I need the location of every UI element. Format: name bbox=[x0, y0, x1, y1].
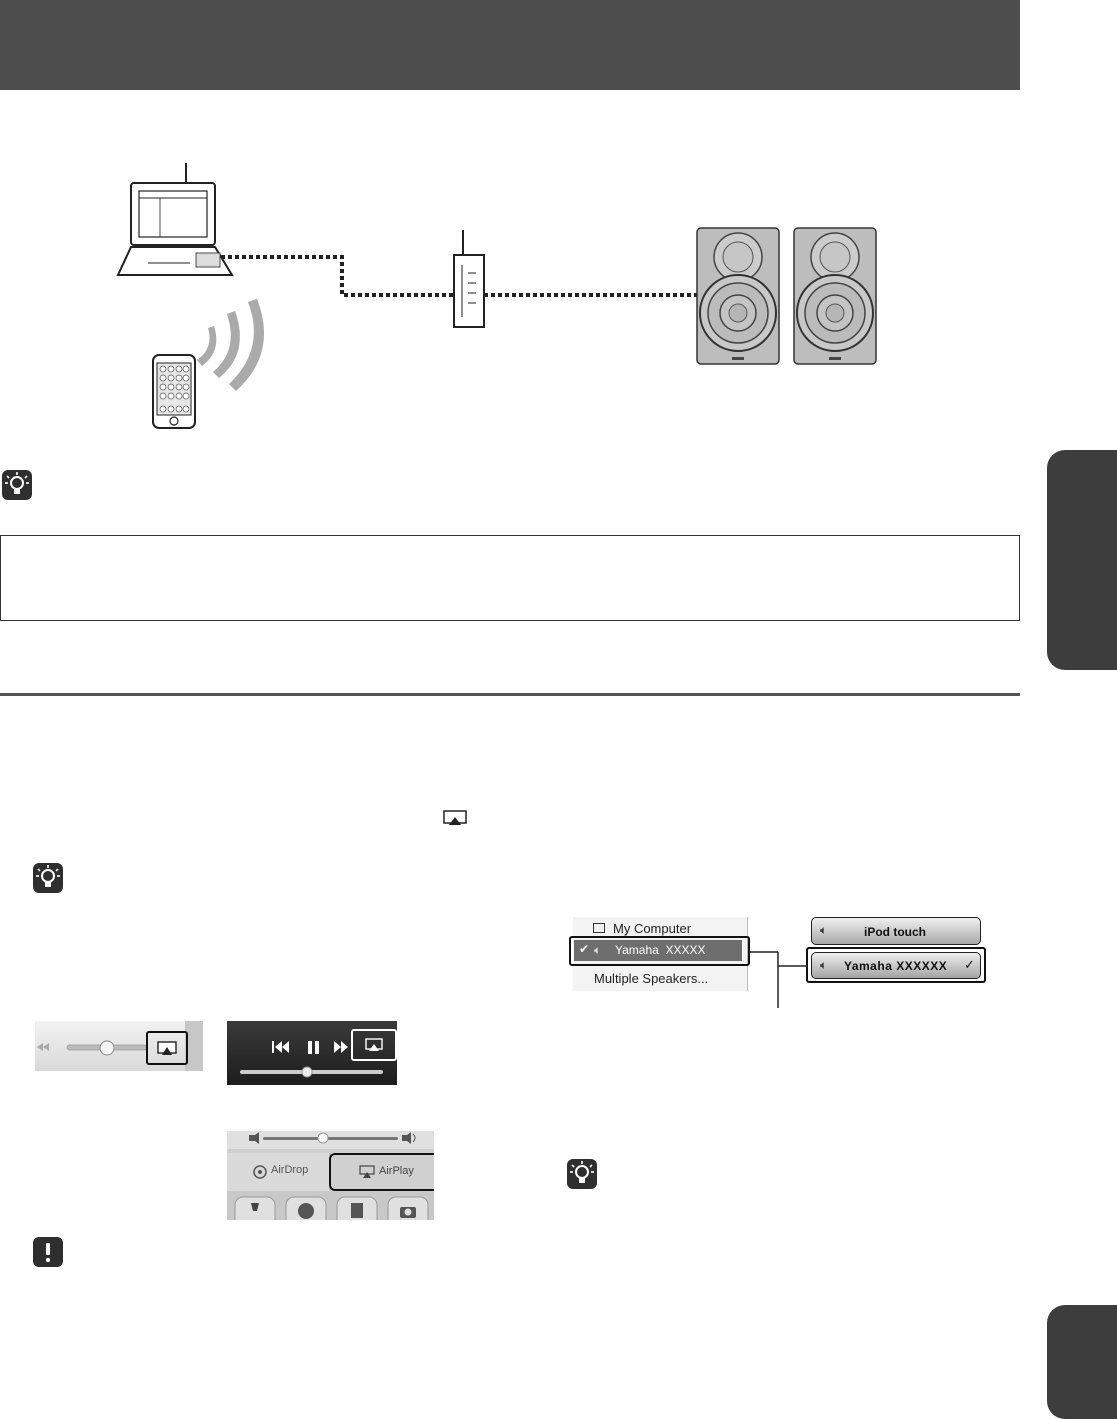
chapter-tab[interactable] bbox=[1047, 450, 1117, 670]
speaker-icon: 🔈︎ bbox=[594, 943, 602, 957]
smartphone-icon bbox=[152, 354, 196, 429]
computer-icon bbox=[593, 923, 605, 933]
laptop-icon bbox=[116, 163, 234, 276]
hint-lightbulb-icon bbox=[33, 863, 63, 893]
section-divider bbox=[0, 693, 1020, 696]
airplay-button[interactable] bbox=[146, 1031, 188, 1065]
menu-item-ipod-touch[interactable]: 🔈︎ iPod touch bbox=[811, 917, 981, 945]
selection-highlight bbox=[806, 947, 986, 983]
connection-diagram bbox=[116, 163, 877, 429]
speaker-icon: 🔈︎ bbox=[820, 923, 828, 937]
speaker-icon-left bbox=[696, 227, 780, 365]
appendix-tab[interactable] bbox=[1047, 1305, 1117, 1419]
airplay-button[interactable] bbox=[351, 1029, 397, 1061]
checkmark-icon: ✓ bbox=[964, 957, 975, 972]
airplay-icon bbox=[359, 1165, 375, 1178]
hint-lightbulb-icon bbox=[567, 1159, 597, 1189]
ios-music-controls-screenshot bbox=[227, 1021, 397, 1085]
airplay-label: AirPlay bbox=[379, 1165, 414, 1177]
itunes-volume-screenshot bbox=[35, 1021, 203, 1071]
airdrop-icon bbox=[253, 1165, 267, 1179]
menu-item-my-computer[interactable]: My Computer bbox=[573, 917, 747, 939]
menu-item-yamaha[interactable]: 🔈︎ Yamaha XXXXXX ✓ bbox=[811, 952, 981, 979]
speaker-icon: 🔈︎ bbox=[820, 958, 828, 972]
checkmark-icon: ✔ bbox=[579, 942, 590, 956]
router-icon bbox=[453, 230, 485, 328]
speaker-icon-right bbox=[793, 227, 877, 365]
airplay-icon bbox=[443, 810, 467, 831]
itunes-speaker-menu: My Computer ✔ 🔈︎ Yamaha XXXXX Multiple S… bbox=[573, 917, 748, 991]
menu-item-yamaha[interactable]: ✔ 🔈︎ Yamaha XXXXX bbox=[574, 940, 742, 961]
airplay-button[interactable]: AirPlay bbox=[329, 1153, 434, 1191]
header-bar bbox=[0, 0, 1020, 90]
menu-item-multiple-speakers[interactable]: Multiple Speakers... bbox=[594, 971, 709, 986]
wireless-signal-icon bbox=[197, 299, 264, 391]
caution-icon bbox=[33, 1237, 63, 1267]
control-center-screenshot: AirDrop AirPlay bbox=[227, 1131, 434, 1220]
airdrop-label[interactable]: AirDrop bbox=[271, 1164, 309, 1176]
callout-lines bbox=[750, 951, 808, 1008]
hint-lightbulb-icon bbox=[2, 470, 32, 500]
note-box bbox=[0, 535, 1020, 621]
selection-highlight bbox=[569, 936, 750, 966]
